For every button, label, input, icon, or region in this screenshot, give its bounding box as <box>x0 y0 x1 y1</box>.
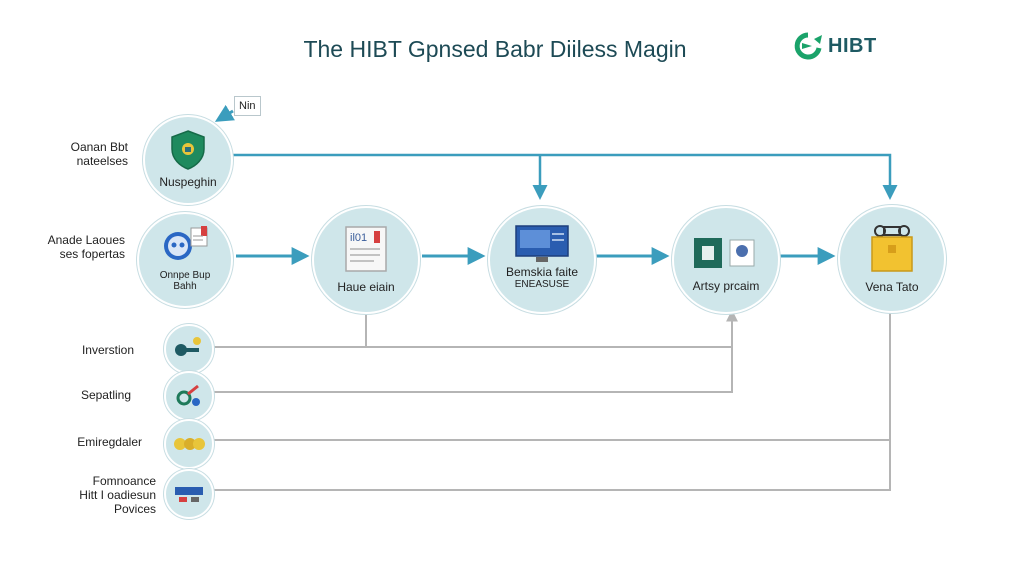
node-vena-tato[interactable]: Vena Tato <box>838 205 946 313</box>
tools-icon <box>176 384 200 406</box>
connector-sepatling <box>214 347 733 393</box>
node-label: Vena Tato <box>865 280 919 294</box>
side-label-oanan: Oanan Bbt nateelses <box>20 140 128 168</box>
note-arrow <box>214 104 235 122</box>
side-label-line: Emiregdaler <box>77 435 142 449</box>
side-label-fomnoance: Fomnoance Hitt I oadiesun Povices <box>20 474 156 516</box>
side-label-line: Hitt I oadiesun <box>79 488 156 502</box>
side-label-line: nateelses <box>76 154 128 168</box>
side-label-anade: Anade Laoues ses fopertas <box>10 233 125 261</box>
node-label: Nuspeghin <box>159 175 217 189</box>
side-label-emiregdaler: Emiregdaler <box>20 435 142 449</box>
side-label-line: Inverstion <box>81 343 134 357</box>
page-title: The HIBT Gpnsed Babr Diiless Magin <box>303 36 687 62</box>
node-onnpe[interactable]: Onnpe Bup Bahh <box>137 212 233 308</box>
shield-icon <box>171 130 205 170</box>
document-icon: il01 <box>345 226 387 272</box>
logo-text: HIBT <box>828 34 877 57</box>
node-inverstion[interactable] <box>164 324 214 374</box>
side-label-line: ses fopertas <box>59 247 125 261</box>
svg-text:il01: il01 <box>350 232 367 244</box>
side-label-line: Fomnoance <box>92 474 156 488</box>
node-haue-eiain[interactable]: il01 Haue eiain <box>312 206 420 314</box>
node-bemskia[interactable]: Bemskia faite ENEASUSE <box>488 206 596 314</box>
side-label-sepatling: Sepatling <box>20 388 131 402</box>
toolbar-icon <box>175 487 203 502</box>
node-sepatling[interactable] <box>164 371 214 421</box>
id-card-icon <box>694 238 755 268</box>
monitor-icon <box>515 225 569 262</box>
side-label-line: Oanan Bbt <box>70 140 128 154</box>
briefcase-icon <box>871 225 913 272</box>
node-artsy-prcaim[interactable]: Artsy prcaim <box>672 206 780 314</box>
node-label: Bemskia faite <box>505 265 579 279</box>
hibt-logo: HIBT <box>792 30 877 62</box>
node-fomnoance[interactable] <box>164 469 214 519</box>
connector-inverstion <box>214 310 367 348</box>
robot-icon <box>164 226 208 260</box>
node-label: Onnpe Bup Bahh <box>159 270 211 292</box>
side-label-line: Sepatling <box>80 388 131 402</box>
node-emiregdaler[interactable] <box>164 419 214 469</box>
side-label-line: Anade Laoues <box>47 233 125 247</box>
side-label-inverstion: Inverstion <box>20 343 134 357</box>
node-sublabel: ENEASUSE <box>514 279 570 290</box>
coins-icon <box>174 438 205 450</box>
node-label: Haue eiain <box>337 280 395 294</box>
connector-fomnoance <box>214 440 891 491</box>
note-box: Nin <box>234 96 261 116</box>
logo-mark-icon <box>794 32 822 60</box>
side-label-line: Povices <box>113 502 156 516</box>
connector-emiregdaler <box>214 308 891 441</box>
key-icon <box>175 337 201 356</box>
connector-inverstion-ext <box>366 309 738 348</box>
node-label: Artsy prcaim <box>692 279 760 293</box>
top-connector <box>232 153 898 200</box>
node-nuspeghin[interactable]: Nuspeghin <box>143 115 233 205</box>
